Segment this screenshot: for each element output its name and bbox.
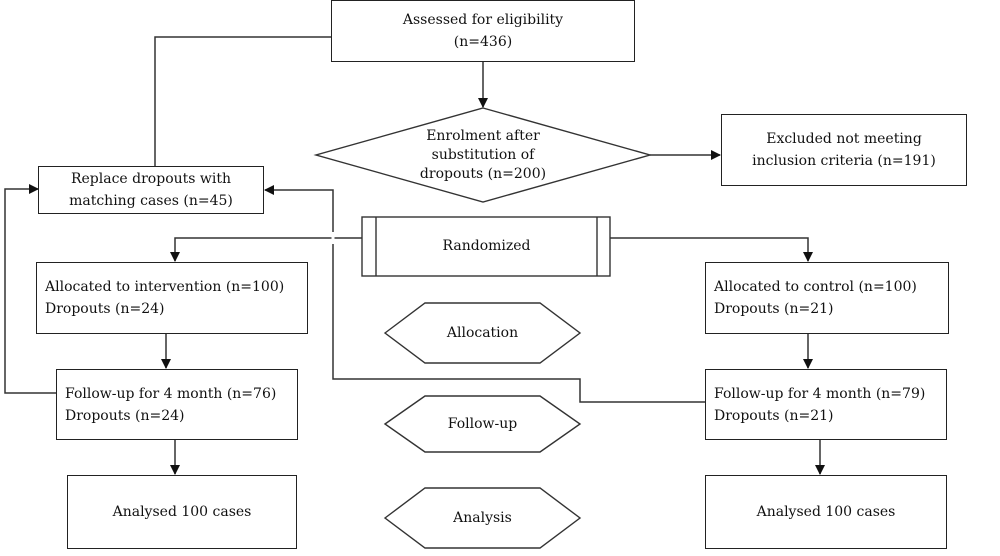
excluded-line-2: inclusion criteria (n=191) (752, 153, 936, 169)
randomized-box (361, 216, 611, 277)
followup-right-line-2: Dropouts (n=21) (714, 408, 834, 424)
intervention-box: Allocated to intervention (n=100) Dropou… (36, 262, 308, 334)
line-eligibility-to-replace (154, 36, 331, 166)
followup-label: Follow-up (405, 396, 560, 452)
enrolment-line-3: dropouts (n=200) (419, 165, 547, 182)
followup-right-line-1: Follow-up for 4 month (n=79) (714, 386, 926, 402)
eligibility-box: Assessed for eligibility (n=436) (331, 0, 635, 62)
enrolment-line-2: substitution of (431, 146, 535, 163)
control-line-2: Dropouts (n=21) (714, 301, 834, 317)
followup-left-line-1: Follow-up for 4 month (n=76) (65, 386, 277, 402)
analysis-text: Analysis (453, 509, 512, 526)
randomized-label: Randomized (376, 217, 597, 276)
eligibility-line-1: Assessed for eligibility (402, 12, 564, 28)
replace-line-2: matching cases (n=45) (69, 193, 233, 209)
analysed-left-box: Analysed 100 cases (67, 475, 297, 549)
followup-left-box: Follow-up for 4 month (n=76) Dropouts (n… (56, 369, 298, 440)
arrow-randomized-to-control (610, 237, 813, 262)
control-box: Allocated to control (n=100) Dropouts (n… (705, 262, 949, 334)
intervention-line-2: Dropouts (n=24) (45, 301, 165, 317)
allocation-hexagon (383, 302, 582, 364)
enrolment-diamond (313, 107, 653, 203)
analysed-left-text: Analysed 100 cases (112, 504, 252, 520)
replace-line-1: Replace dropouts with (70, 171, 232, 187)
arrow-followup-right-to-replace (264, 185, 705, 403)
analysed-right-box: Analysed 100 cases (705, 475, 947, 549)
arrow-randomized-to-intervention (170, 237, 362, 262)
allocation-text: Allocation (446, 324, 519, 341)
allocation-label: Allocation (405, 303, 560, 363)
excluded-line-1: Excluded not meeting (766, 131, 922, 147)
randomized-text: Randomized (442, 238, 531, 254)
followup-text: Follow-up (447, 415, 518, 432)
replace-box: Replace dropouts with matching cases (n=… (38, 166, 264, 214)
excluded-box: Excluded not meeting inclusion criteria … (721, 114, 967, 186)
arrow-followup-left-to-replace (4, 184, 56, 394)
eligibility-line-2: (n=436) (453, 34, 513, 50)
enrolment-line-1: Enrolment after (426, 127, 540, 144)
control-line-1: Allocated to control (n=100) (714, 279, 917, 295)
analysis-label: Analysis (405, 488, 560, 548)
analysed-right-text: Analysed 100 cases (756, 504, 896, 520)
followup-right-box: Follow-up for 4 month (n=79) Dropouts (n… (705, 369, 947, 440)
analysis-hexagon (383, 487, 582, 549)
followup-left-line-2: Dropouts (n=24) (65, 408, 185, 424)
enrolment-label: Enrolment after substitution of dropouts… (383, 121, 583, 189)
followup-hexagon (383, 395, 582, 453)
intervention-line-1: Allocated to intervention (n=100) (45, 279, 285, 295)
